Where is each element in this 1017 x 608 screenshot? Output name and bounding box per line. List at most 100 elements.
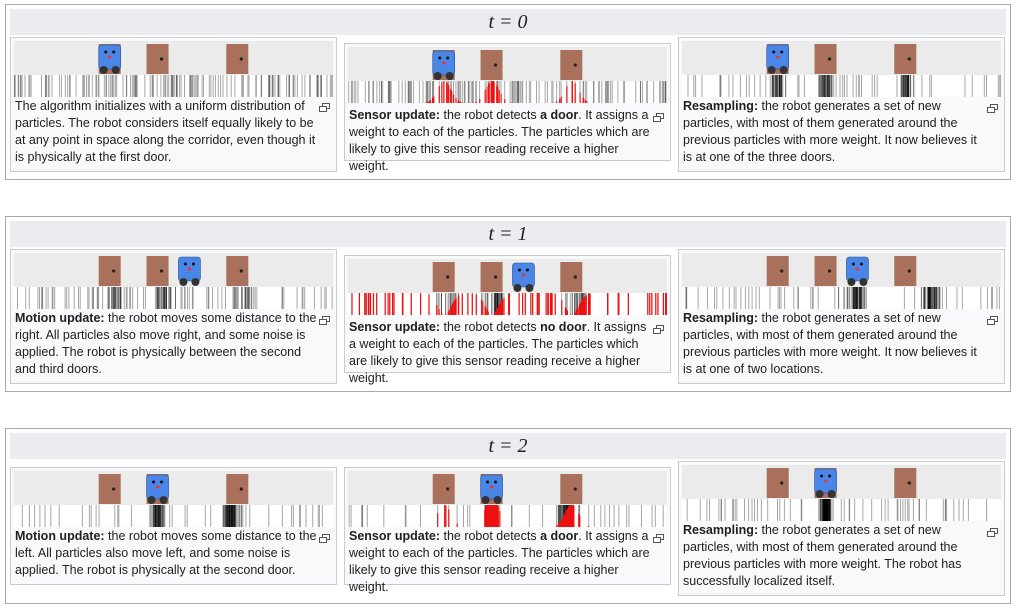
particle-weight bbox=[500, 93, 502, 103]
robot-eye bbox=[152, 480, 156, 484]
particle bbox=[471, 81, 473, 103]
particle bbox=[79, 287, 81, 309]
door bbox=[894, 468, 917, 498]
panel-caption: The algorithm initializes with a uniform… bbox=[15, 99, 316, 164]
magnify-icon[interactable] bbox=[319, 312, 330, 325]
particle bbox=[927, 287, 929, 309]
particle bbox=[852, 287, 854, 309]
particle bbox=[105, 75, 107, 97]
particle bbox=[487, 293, 489, 315]
particle bbox=[387, 81, 389, 103]
particle bbox=[500, 81, 502, 103]
particle bbox=[217, 75, 219, 97]
particle bbox=[825, 499, 827, 521]
particle bbox=[818, 499, 820, 521]
particle bbox=[174, 75, 176, 97]
door-knob bbox=[239, 269, 243, 273]
particle bbox=[170, 287, 172, 309]
particle-weight bbox=[573, 505, 575, 527]
particle bbox=[881, 499, 883, 521]
robot-eye bbox=[494, 480, 498, 484]
particle bbox=[210, 505, 212, 527]
corridor-scene bbox=[682, 465, 1001, 521]
particle bbox=[905, 75, 907, 97]
particle bbox=[855, 287, 857, 309]
particle bbox=[234, 505, 236, 527]
particle bbox=[234, 505, 236, 527]
particle bbox=[168, 75, 170, 97]
particle bbox=[560, 81, 562, 103]
particle bbox=[468, 81, 469, 103]
corridor-scene bbox=[14, 471, 333, 527]
particle bbox=[906, 75, 908, 97]
magnify-icon[interactable] bbox=[653, 530, 664, 543]
particle bbox=[860, 287, 862, 309]
particle bbox=[228, 505, 230, 527]
particle bbox=[849, 287, 851, 309]
magnify-icon[interactable] bbox=[987, 524, 998, 537]
particle bbox=[64, 75, 66, 97]
particle bbox=[932, 287, 934, 309]
particle bbox=[420, 505, 421, 527]
particle bbox=[635, 81, 637, 103]
magnify-icon[interactable] bbox=[319, 530, 330, 543]
robot-mouth bbox=[776, 55, 780, 59]
particle bbox=[227, 505, 229, 527]
row-title: t = 2 bbox=[10, 433, 1006, 459]
robot-wheel bbox=[779, 66, 788, 74]
particle-weight bbox=[556, 101, 558, 103]
particle bbox=[220, 75, 222, 97]
magnify-icon[interactable] bbox=[653, 321, 664, 334]
particle bbox=[408, 81, 410, 103]
particle bbox=[561, 505, 563, 527]
particle bbox=[471, 81, 473, 103]
particle bbox=[212, 287, 213, 309]
magnify-icon[interactable] bbox=[987, 312, 998, 325]
particle bbox=[829, 499, 830, 521]
particle bbox=[464, 81, 465, 103]
particle bbox=[75, 75, 77, 97]
particle-weight bbox=[447, 311, 449, 315]
particle-weight bbox=[570, 505, 572, 527]
particle bbox=[606, 81, 608, 103]
panel-resampling: Resampling: the robot generates a set of… bbox=[678, 37, 1005, 172]
robot-mouth bbox=[155, 485, 160, 489]
particle bbox=[902, 75, 904, 97]
particle bbox=[912, 499, 914, 521]
particle bbox=[150, 505, 152, 527]
particle-weight bbox=[475, 294, 477, 315]
particle bbox=[797, 75, 799, 97]
particle bbox=[744, 287, 746, 309]
particle bbox=[798, 75, 800, 97]
particle bbox=[296, 287, 298, 309]
particle bbox=[823, 75, 825, 97]
corridor-svg bbox=[682, 253, 1001, 309]
particle bbox=[662, 505, 664, 527]
particle bbox=[646, 81, 648, 103]
particle bbox=[409, 81, 411, 103]
particle bbox=[112, 75, 114, 97]
particle bbox=[230, 75, 232, 97]
door-knob bbox=[573, 63, 577, 67]
particle bbox=[800, 499, 802, 521]
particle bbox=[114, 287, 116, 309]
particle bbox=[156, 505, 158, 527]
particle bbox=[906, 75, 908, 97]
particle bbox=[829, 499, 831, 521]
particle bbox=[231, 505, 233, 527]
particle bbox=[860, 287, 861, 309]
particle bbox=[830, 75, 832, 97]
particle bbox=[157, 287, 159, 309]
panel-caption: Sensor update: the robot detects no door… bbox=[349, 320, 647, 385]
particle bbox=[576, 293, 578, 315]
particle bbox=[301, 75, 303, 97]
magnify-icon[interactable] bbox=[653, 109, 664, 122]
particle bbox=[822, 499, 824, 521]
particle bbox=[819, 75, 821, 97]
magnify-icon[interactable] bbox=[319, 99, 330, 112]
particle bbox=[240, 505, 242, 527]
door bbox=[98, 256, 121, 286]
particle-weight bbox=[488, 82, 490, 103]
magnify-icon[interactable] bbox=[987, 100, 998, 113]
particle bbox=[153, 505, 155, 527]
